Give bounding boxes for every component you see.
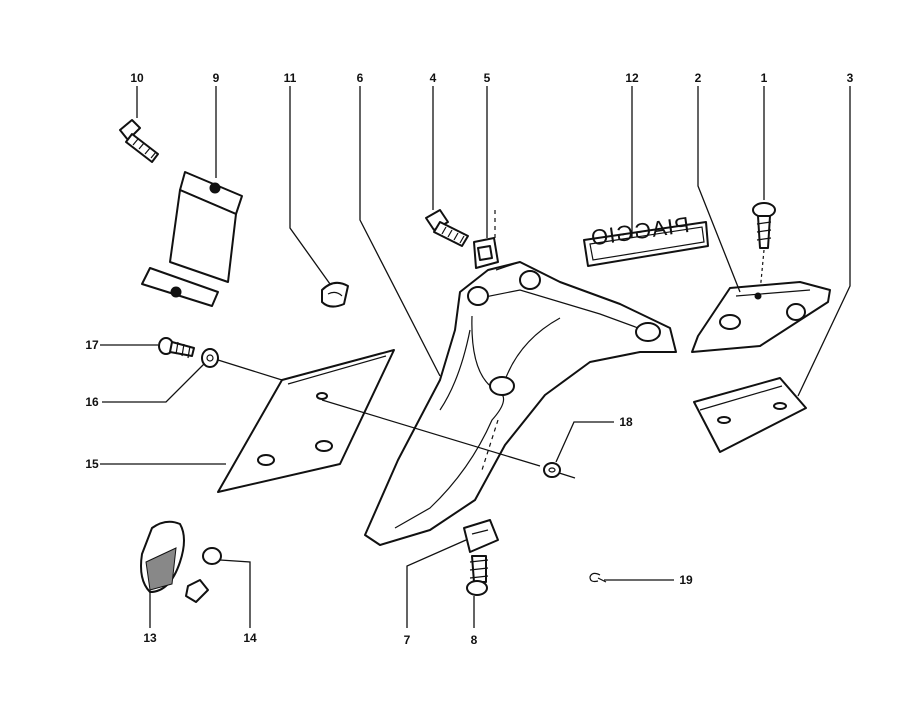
part-17-screw — [158, 337, 195, 359]
callout-7: 7 — [404, 633, 411, 647]
callout-15: 15 — [85, 457, 99, 471]
callout-17: 17 — [85, 338, 99, 352]
part-19-clip — [589, 572, 607, 583]
part-13-reflector — [140, 520, 185, 593]
callout-13: 13 — [143, 631, 157, 645]
callout-8: 8 — [471, 633, 478, 647]
part-14-grommets — [185, 547, 222, 603]
part-2-bracket-plate — [691, 281, 831, 353]
part-7-clip-nut — [463, 519, 499, 553]
part-12-emblem: PIAGGIO — [583, 212, 709, 267]
part-5-clip-nut — [473, 237, 499, 269]
part-8-screw — [466, 555, 489, 596]
callout-18: 18 — [619, 415, 633, 429]
callout-2: 2 — [695, 71, 702, 85]
callout-11: 11 — [284, 71, 297, 85]
part-11-cap — [321, 281, 349, 308]
part-9-bracket — [141, 171, 243, 307]
callout-16: 16 — [85, 395, 99, 409]
part-1-screw — [752, 202, 776, 293]
callout-numbers: 10 9 11 6 4 5 12 2 1 3 17 16 15 18 13 14… — [85, 71, 853, 647]
part-6-mudguard — [364, 210, 677, 546]
callout-4: 4 — [430, 71, 437, 85]
part-10-bolt — [119, 119, 159, 163]
callout-10: 10 — [130, 71, 144, 85]
leader-lines — [100, 86, 851, 628]
callout-9: 9 — [213, 71, 220, 85]
part-4-bolt — [425, 209, 469, 247]
callout-12: 12 — [625, 71, 639, 85]
part-18-washer — [543, 462, 561, 478]
callout-6: 6 — [357, 71, 364, 85]
callout-19: 19 — [679, 573, 693, 587]
part-3-pad — [693, 377, 807, 453]
part-15-plate — [217, 349, 395, 493]
callout-3: 3 — [847, 71, 854, 85]
callout-1: 1 — [761, 71, 768, 85]
part-16-washer — [201, 348, 219, 368]
callout-5: 5 — [484, 71, 491, 85]
callout-14: 14 — [243, 631, 257, 645]
